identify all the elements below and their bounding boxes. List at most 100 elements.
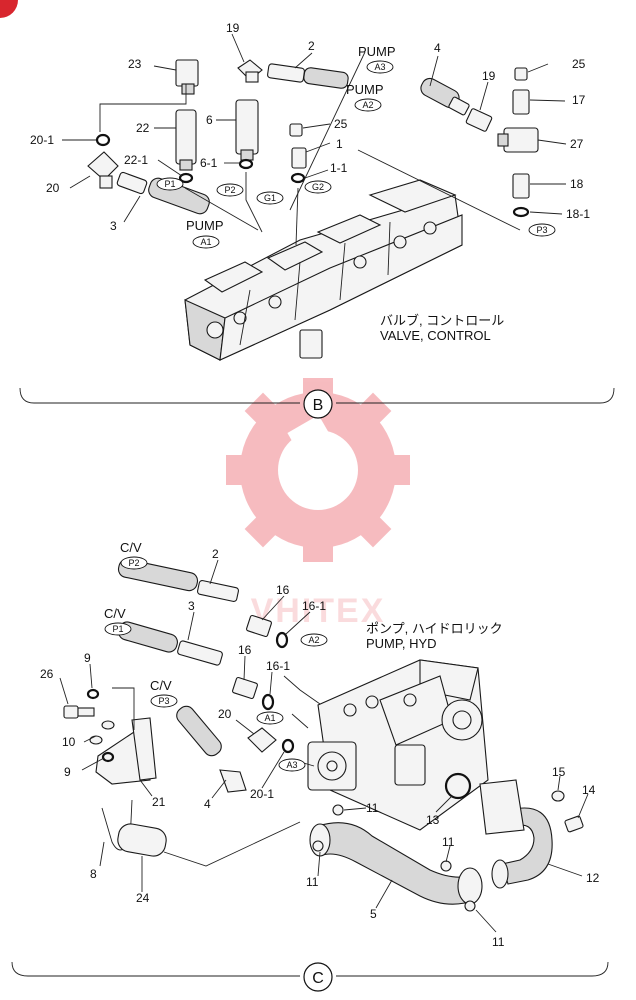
part-20-elbow-c (247, 727, 277, 753)
part-25-plug (289, 123, 303, 137)
section-b-marker (303, 389, 333, 419)
part-10-washers (89, 720, 115, 745)
callout-1: 1 (336, 137, 343, 151)
part-9-washer-bottom (101, 751, 115, 763)
watermark-text: VHITEX (251, 592, 386, 630)
svg-text:G2: G2 (312, 182, 324, 192)
callout-20: 20 (46, 181, 60, 195)
callout-6-1: 6-1 (200, 156, 218, 170)
part-4-hose-c (176, 705, 247, 793)
callout-3: 3 (110, 219, 117, 233)
part-20-elbow (87, 151, 119, 189)
part-6-adapter (235, 99, 259, 161)
pill-p3: P3 (528, 223, 556, 237)
svg-text:P1: P1 (164, 179, 175, 189)
callout-12: 12 (586, 871, 600, 885)
callout-20-1-c: 20-1 (250, 787, 274, 801)
callout-4: 4 (434, 41, 441, 55)
callout-17: 17 (572, 93, 586, 107)
svg-text:P2: P2 (224, 185, 235, 195)
leader-lines-c (59, 559, 589, 933)
callout-2: 2 (308, 39, 315, 53)
o-ring-16-1-mid (261, 693, 275, 711)
cv-label-p3: C/V (150, 678, 172, 693)
part-11-clamps (312, 804, 476, 912)
callout-27: 27 (570, 137, 584, 151)
svg-text:A1: A1 (264, 713, 275, 723)
part-12-hose (479, 779, 553, 889)
pump-label-a1: PUMP (186, 218, 224, 233)
callout-24: 24 (136, 891, 150, 905)
o-ring-16-1-top (275, 631, 289, 649)
hydraulic-pump-drawing (307, 659, 489, 831)
part-3-hose-c (118, 621, 223, 666)
callout-23: 23 (128, 57, 142, 71)
callout-13: 13 (426, 813, 440, 827)
callout-26: 26 (40, 667, 54, 681)
part-14-bolt (564, 815, 584, 833)
section-c-diagram: 2 16 16-1 3 16 16-1 9 26 20 10 9 4 20-1 … (11, 540, 609, 992)
callout-20-1: 20-1 (30, 133, 54, 147)
pill-g1: G1 (256, 191, 284, 205)
callout-22: 22 (136, 121, 150, 135)
callout-11-right: 11 (442, 835, 455, 849)
leader-lines-b (62, 33, 567, 246)
valve-label-en: VALVE, CONTROL (380, 328, 491, 343)
callout-16-1-top: 16-1 (302, 599, 326, 613)
pill-c-a1: A1 (256, 711, 284, 725)
watermark-gear-icon (226, 378, 410, 562)
callout-14: 14 (582, 783, 596, 797)
callout-9-bottom: 9 (64, 765, 71, 779)
cv-label-p2: C/V (120, 540, 142, 555)
section-c-marker (303, 962, 333, 992)
callout-1-1: 1-1 (330, 161, 348, 175)
svg-text:P1: P1 (112, 624, 123, 634)
part-5-suction-pipe (309, 822, 483, 905)
svg-text:G1: G1 (264, 193, 276, 203)
callout-18: 18 (570, 177, 584, 191)
o-ring-1-1 (290, 172, 306, 184)
part-16-connector-mid (232, 676, 258, 700)
part-4-hose (420, 77, 470, 116)
callout-15: 15 (552, 765, 566, 779)
callout-16-1-mid: 16-1 (266, 659, 290, 673)
callouts-b: 19 2 4 23 25 19 17 20-1 22 6 25 1 27 22-… (30, 21, 590, 233)
pump-label-en: PUMP, HYD (366, 636, 437, 651)
pill-p2: P2 (216, 183, 244, 197)
callout-6: 6 (206, 113, 213, 127)
callout-16-mid: 16 (238, 643, 252, 657)
part-1-connector (291, 147, 307, 169)
part-16-connector-top (246, 614, 272, 638)
part-9-washer-top (86, 688, 100, 700)
svg-text:A2: A2 (308, 635, 319, 645)
svg-text:P3: P3 (158, 696, 169, 706)
callouts-c: 2 16 16-1 3 16 16-1 9 26 20 10 9 4 20-1 … (40, 547, 600, 949)
control-valve-drawing (184, 179, 463, 361)
pill-c-p2: P2 (120, 556, 148, 570)
pill-a1: A1 (192, 235, 220, 249)
callout-8: 8 (90, 867, 97, 881)
callout-20-c: 20 (218, 707, 232, 721)
part-18-connector (512, 173, 530, 199)
pill-c-p3: P3 (150, 694, 178, 708)
callout-11-left: 11 (306, 875, 319, 889)
callout-18-1: 18-1 (566, 207, 590, 221)
o-ring-20-1-c (281, 738, 295, 754)
svg-text:A1: A1 (200, 237, 211, 247)
svg-text:A3: A3 (286, 760, 297, 770)
part-17-connector (512, 89, 530, 115)
pill-a2: A2 (354, 98, 382, 112)
svg-text:P3: P3 (536, 225, 547, 235)
svg-text:A3: A3 (374, 62, 385, 72)
pill-p1: P1 (156, 177, 184, 191)
pill-g2: G2 (304, 180, 332, 194)
part-25-plug-right (514, 67, 528, 81)
section-b-diagram: 19 2 4 23 25 19 17 20-1 22 6 25 1 27 22-… (19, 21, 615, 419)
o-ring-6-1 (238, 158, 254, 170)
callout-19-right: 19 (482, 69, 496, 83)
pill-c-a2: A2 (300, 633, 328, 647)
pill-c-a3: A3 (278, 758, 306, 772)
part-19-elbow-right (465, 108, 493, 132)
callout-11-bottom: 11 (492, 935, 505, 949)
callout-10: 10 (62, 735, 76, 749)
